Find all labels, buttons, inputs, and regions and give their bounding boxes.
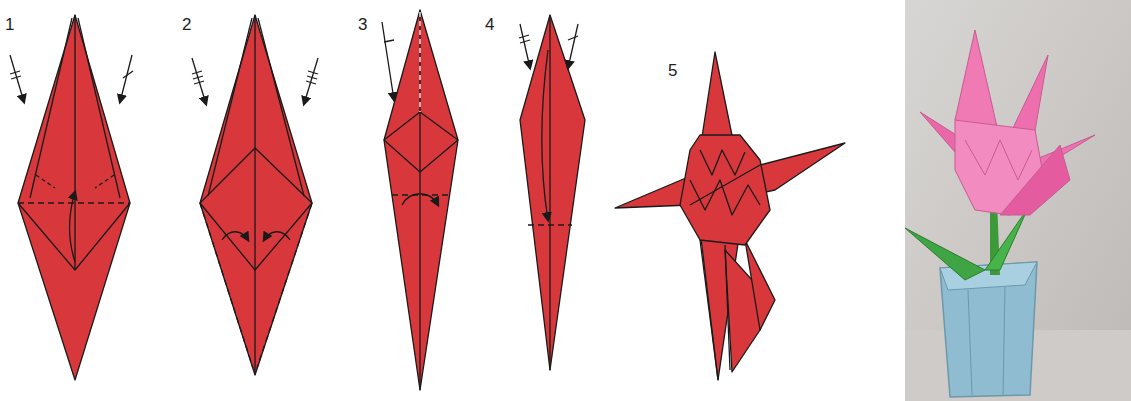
step2-figure-part xyxy=(200,148,312,203)
step2-figure-part xyxy=(307,76,317,79)
step5-lily-part xyxy=(745,240,775,330)
step3-figure-part xyxy=(419,12,420,112)
step2-figure-part xyxy=(192,58,206,104)
step2-figure-part xyxy=(304,58,318,104)
step4-figure-part xyxy=(520,24,530,68)
step3-figure-part xyxy=(382,22,394,100)
step1-figure-part xyxy=(78,18,120,198)
lily-photo-part xyxy=(965,140,1032,180)
step2-figure-part xyxy=(254,15,255,375)
step-number: 3 xyxy=(358,16,367,33)
step1-figure-part xyxy=(18,202,130,203)
step2-figure-part xyxy=(208,18,252,196)
step1-figure-part xyxy=(123,71,133,78)
step3-figure-part xyxy=(419,10,420,390)
step2-figure-part xyxy=(222,232,248,240)
step4-figure-part xyxy=(520,40,530,43)
step2-figure-part xyxy=(264,232,290,240)
step2-figure-part xyxy=(308,71,318,74)
step-number: 5 xyxy=(668,62,677,79)
step5-lily-part xyxy=(680,135,770,245)
step4-figure-part xyxy=(568,36,578,40)
step4-figure xyxy=(519,15,585,370)
lily-photo-part xyxy=(940,262,1037,397)
step3-figure-part xyxy=(384,40,394,42)
lily-photo-part xyxy=(968,290,972,395)
step1-figure-part xyxy=(74,15,75,270)
lily-photo-part xyxy=(1003,287,1005,395)
step3-figure xyxy=(382,10,458,390)
step2-figure-part xyxy=(193,76,203,79)
lily-photo xyxy=(905,0,1131,401)
step5-lily-part xyxy=(700,240,718,380)
step5-lily-part xyxy=(725,245,730,370)
step1-figure xyxy=(10,15,133,380)
lily-photo-part xyxy=(985,208,1028,270)
step1-figure-part xyxy=(10,55,24,102)
step4-figure-part xyxy=(528,224,572,225)
step5-lily-part xyxy=(690,165,760,205)
step3-figure-part xyxy=(384,10,458,390)
lily-photo-part xyxy=(1000,145,1070,215)
step1-figure-part xyxy=(10,71,20,74)
step5-lily-part xyxy=(700,150,745,175)
step3-figure-part xyxy=(384,140,458,172)
step1-figure-part xyxy=(95,175,114,188)
step2-figure-part xyxy=(194,81,204,84)
step2-figure-part xyxy=(257,203,312,368)
step3-figure-part xyxy=(402,194,438,205)
step1-figure-part xyxy=(11,76,21,79)
step2-figure-part xyxy=(258,18,304,196)
step-number: 1 xyxy=(5,16,14,33)
step2-figure-part xyxy=(200,203,312,270)
step2-figure-part xyxy=(200,203,253,368)
step4-figure-part xyxy=(568,24,578,68)
step4-figure-part xyxy=(519,35,529,38)
step2-figure-part xyxy=(192,71,202,74)
step-number: 2 xyxy=(182,16,191,33)
step2-figure-part xyxy=(200,15,312,375)
step1-figure-part xyxy=(36,175,55,188)
step5-lily xyxy=(615,52,845,380)
step4-figure-part xyxy=(549,15,550,370)
step1-figure-part xyxy=(30,18,72,198)
lily-photo-part xyxy=(905,0,1131,401)
step1-figure-part xyxy=(18,15,130,380)
step1-figure-part xyxy=(70,192,75,262)
step4-figure-part xyxy=(542,50,548,220)
step3-figure-part xyxy=(392,194,448,195)
step2-figure xyxy=(192,15,318,375)
step2-figure-part xyxy=(306,81,316,84)
step1-figure-part xyxy=(120,55,132,102)
step3-figure-part xyxy=(384,112,458,140)
step4-figure-part xyxy=(520,15,585,370)
step-number: 4 xyxy=(485,16,494,33)
lily-photo-part xyxy=(905,228,985,280)
